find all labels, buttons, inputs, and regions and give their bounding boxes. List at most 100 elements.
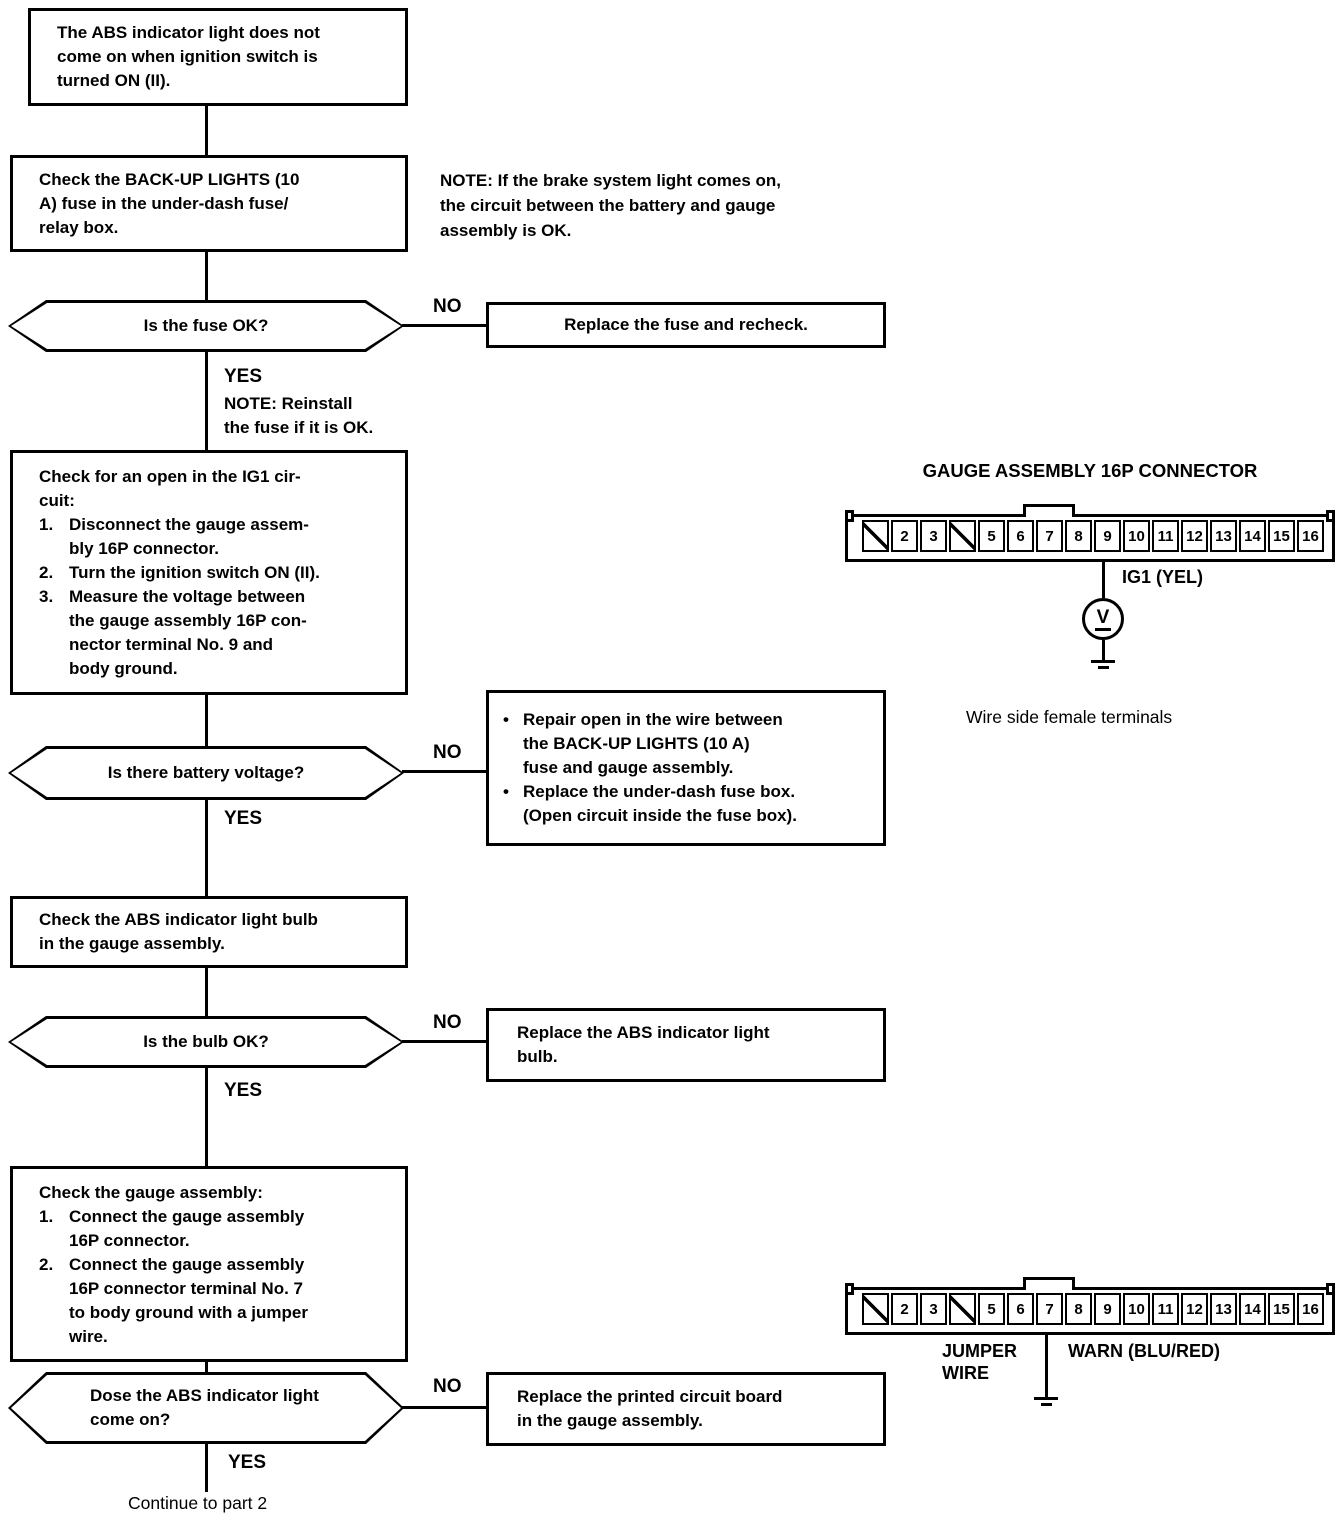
connector-pin: 10: [1123, 520, 1150, 552]
continue-caption: Continue to part 2: [128, 1493, 268, 1513]
start-node: The ABS indicator light does not come on…: [28, 8, 408, 106]
step-text: Disconnect the gauge assem- bly 16P conn…: [69, 515, 309, 558]
check-bulb-node: Check the ABS indicator light bulb in th…: [10, 896, 408, 968]
decision-abs-light-on-label: Dose the ABS indicator light come on?: [90, 1386, 319, 1429]
connector-pin: 5: [978, 520, 1005, 552]
check-gauge-step: 1. Connect the gauge assembly 16P connec…: [39, 1205, 393, 1253]
connector-pin: 14: [1239, 520, 1266, 552]
replace-pcb-text: Replace the printed circuit board in the…: [517, 1387, 783, 1430]
no-label: NO: [433, 742, 462, 763]
connector-pin: 9: [1094, 520, 1121, 552]
hexagon-fill: [11, 1375, 401, 1441]
connector-pin: 11: [1152, 1293, 1179, 1325]
hexagon-fill: [11, 303, 401, 349]
decision-battery-voltage: Is there battery voltage?: [8, 746, 404, 800]
no-branch-line: [402, 1406, 486, 1409]
connector-pin: 15: [1268, 1293, 1295, 1325]
connector-pin: 2: [891, 520, 918, 552]
gauge-connector-diagram-top: 2 3 5 6 7 8 9 10 11 12 13 14 15 16: [845, 504, 1335, 562]
blocked-pin-icon: [862, 1293, 889, 1325]
decision-fuse-ok: Is the fuse OK?: [8, 300, 404, 352]
step-number: 1.: [39, 1207, 54, 1226]
ground-icon: [1034, 1397, 1058, 1406]
no-branch-line: [402, 770, 486, 773]
check-gauge-heading: Check the gauge assembly:: [39, 1183, 263, 1202]
connector-ear: [845, 510, 854, 522]
connector-pin: 16: [1297, 520, 1324, 552]
replace-bulb-node: Replace the ABS indicator light bulb.: [486, 1008, 886, 1082]
ig1-wire-label: IG1 (YEL): [1122, 567, 1204, 587]
check-fuse-text: Check the BACK-UP LIGHTS (10 A) fuse in …: [39, 169, 300, 237]
connector-pin: 16: [1297, 1293, 1324, 1325]
connector-pin: 13: [1210, 520, 1237, 552]
start-node-text: The ABS indicator light does not come on…: [57, 23, 320, 90]
blocked-pin-icon: [862, 520, 889, 552]
check-fuse-node: Check the BACK-UP LIGHTS (10 A) fuse in …: [10, 155, 408, 252]
probe-wire: [1102, 562, 1105, 598]
check-ig1-step: 1. Disconnect the gauge assem- bly 16P c…: [39, 513, 393, 561]
step-text: Turn the ignition switch ON (II).: [69, 563, 320, 582]
flow-line: [205, 104, 208, 157]
connector-pin: 6: [1007, 520, 1034, 552]
connector-pin-row: 2 3 5 6 7 8 9 10 11 12 13 14 15 16: [862, 1293, 1324, 1325]
flow-line: [205, 250, 208, 302]
replace-fuse-text: Replace the fuse and recheck.: [564, 315, 808, 334]
connector-lock-tab: [1023, 504, 1075, 517]
probe-wire: [1102, 640, 1105, 660]
connector-pin: 6: [1007, 1293, 1034, 1325]
warn-wire-label: WARN (BLU/RED): [1068, 1341, 1220, 1361]
ground-icon: [1091, 660, 1115, 669]
bullet-icon: •: [503, 710, 509, 729]
yes-label: YES: [224, 808, 263, 829]
no-label: NO: [433, 1376, 462, 1397]
connector-ear: [845, 1283, 854, 1295]
connector-pin: 5: [978, 1293, 1005, 1325]
no-branch-line: [402, 324, 486, 327]
connector-pin: 7: [1036, 520, 1063, 552]
repair-action-text: Replace the under-dash fuse box. (Open c…: [523, 782, 797, 825]
no-label: NO: [433, 1012, 462, 1033]
voltmeter-underline: [1095, 627, 1111, 631]
voltmeter-letter: V: [1096, 606, 1110, 628]
repair-action-item: • Replace the under-dash fuse box. (Open…: [503, 780, 871, 828]
connector-pin: 12: [1181, 520, 1208, 552]
flow-line: [205, 965, 208, 1018]
flow-line: [205, 348, 208, 452]
check-gauge-step: 2. Connect the gauge assembly 16P connec…: [39, 1253, 393, 1349]
step-text: Connect the gauge assembly 16P connector…: [69, 1255, 308, 1346]
connector-pin: 3: [920, 1293, 947, 1325]
yes-label: YES: [224, 1080, 263, 1101]
blocked-pin-icon: [949, 520, 976, 552]
check-ig1-heading: Check for an open in the IG1 cir- cuit:: [39, 467, 301, 510]
connector-lock-tab: [1023, 1277, 1075, 1290]
connector-pin: 14: [1239, 1293, 1266, 1325]
wire-side-caption: Wire side female terminals: [966, 707, 1173, 727]
replace-bulb-text: Replace the ABS indicator light bulb.: [517, 1023, 770, 1066]
decision-fuse-ok-label: Is the fuse OK?: [143, 316, 269, 335]
decision-bulb-ok-label: Is the bulb OK?: [143, 1032, 269, 1051]
step-number: 3.: [39, 587, 54, 606]
flow-line: [205, 796, 208, 898]
flow-line: [205, 1444, 208, 1492]
bullet-icon: •: [503, 782, 509, 801]
connector-pin: 10: [1123, 1293, 1150, 1325]
check-ig1-step: 3. Measure the voltage between the gauge…: [39, 585, 393, 681]
connector-pin: 12: [1181, 1293, 1208, 1325]
repair-action-text: Repair open in the wire between the BACK…: [523, 710, 783, 777]
jumper-wire-line: [1045, 1335, 1048, 1397]
flow-line: [205, 1066, 208, 1168]
yes-label: YES: [228, 1452, 267, 1473]
connector-pin-row: 2 3 5 6 7 8 9 10 11 12 13 14 15 16: [862, 520, 1324, 552]
step-number: 2.: [39, 563, 54, 582]
note-reinstall-fuse: NOTE: Reinstall the fuse if it is OK.: [224, 394, 374, 437]
step-text: Connect the gauge assembly 16P connector…: [69, 1207, 305, 1250]
repair-open-node: • Repair open in the wire between the BA…: [486, 690, 886, 846]
check-ig1-step: 2. Turn the ignition switch ON (II).: [39, 561, 393, 585]
check-ig1-node: Check for an open in the IG1 cir- cuit: …: [10, 450, 408, 695]
step-number: 2.: [39, 1255, 54, 1274]
connector-pin: 9: [1094, 1293, 1121, 1325]
check-bulb-text: Check the ABS indicator light bulb in th…: [39, 910, 318, 953]
connector-pin: 2: [891, 1293, 918, 1325]
connector-ear: [1326, 510, 1335, 522]
note-brake-light: NOTE: If the brake system light comes on…: [440, 171, 782, 240]
